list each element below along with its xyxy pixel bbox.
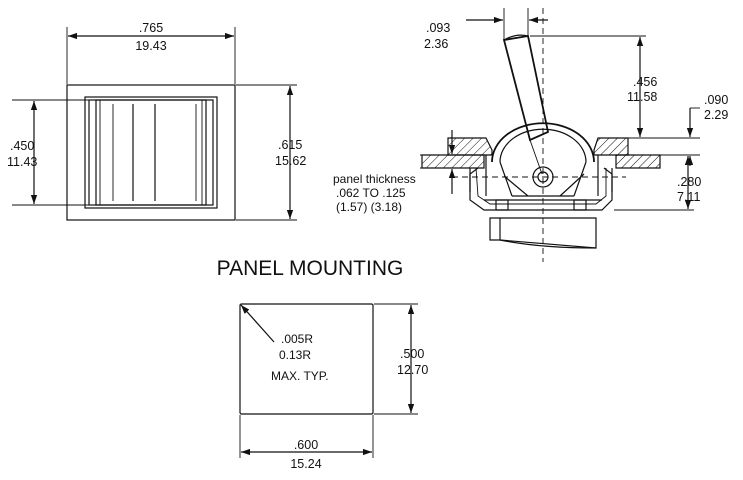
radius-note: MAX. TYP. [271,369,329,383]
rocker-arm-right [559,173,585,197]
panel-thickness-label: panel thickness [333,172,416,186]
radius-in: .005R [281,332,313,346]
cutout-width-mm: 15.24 [290,457,321,471]
bezel-flange-right [593,137,629,156]
front-window-mm: 11.43 [7,155,37,169]
height-in: .456 [633,75,657,89]
lever-mm: 2.36 [424,37,448,51]
front-view: .765 19.43 .615 15.62 .450 11.43 [7,21,306,221]
bezel-flange-left [447,137,493,156]
bezel-mm: 2.29 [704,108,728,122]
housing-inner [475,167,607,205]
latch-left [469,167,479,192]
panel-section-left [421,154,485,169]
cutout-height-in: .500 [400,347,424,361]
cutout-height-mm: 12.70 [397,363,428,377]
terminal-left [495,199,509,211]
depth-in: .280 [677,175,701,189]
cutout-outline [239,303,374,415]
lever [502,34,550,142]
front-width-mm: 19.43 [135,39,166,53]
connector-body [489,217,501,241]
panel-section-right [615,154,661,169]
front-frame-inner [88,99,214,206]
panel-thickness-in: .062 TO .125 [336,186,406,200]
front-bezel-outline [66,84,236,221]
panel-cutout-view: .005R 0.13R MAX. TYP. .500 12.70 .600 15… [239,303,428,471]
connector-curve [499,239,597,249]
rocker-cradle [499,161,587,197]
depth-mm: 7.11 [677,190,700,204]
front-width-in: .765 [139,21,163,35]
front-frame-outer [84,96,218,209]
terminal-right [573,199,587,211]
connector-plate [499,217,597,249]
front-height-mm: 15.62 [275,154,306,168]
front-window [95,99,207,206]
radius-mm: 0.13R [279,348,311,362]
latch-right [603,167,613,192]
side-view: .093 2.36 .456 11.58 .090 2.29 .280 7.11… [333,8,728,262]
lever-in: .093 [426,21,450,35]
panel-thickness-mm: (1.57) (3.18) [336,200,402,214]
section-title: PANEL MOUNTING [217,257,404,280]
front-window-in: .450 [10,139,34,153]
bezel-in: .090 [704,93,728,107]
front-height-in: .615 [278,138,302,152]
radius-leader [240,304,275,343]
lever-top [503,34,529,41]
rocker-arm-left [503,175,529,197]
height-mm: 11.58 [627,90,657,104]
cutout-width-in: .600 [294,438,318,452]
lever-pivot-line [529,139,543,175]
